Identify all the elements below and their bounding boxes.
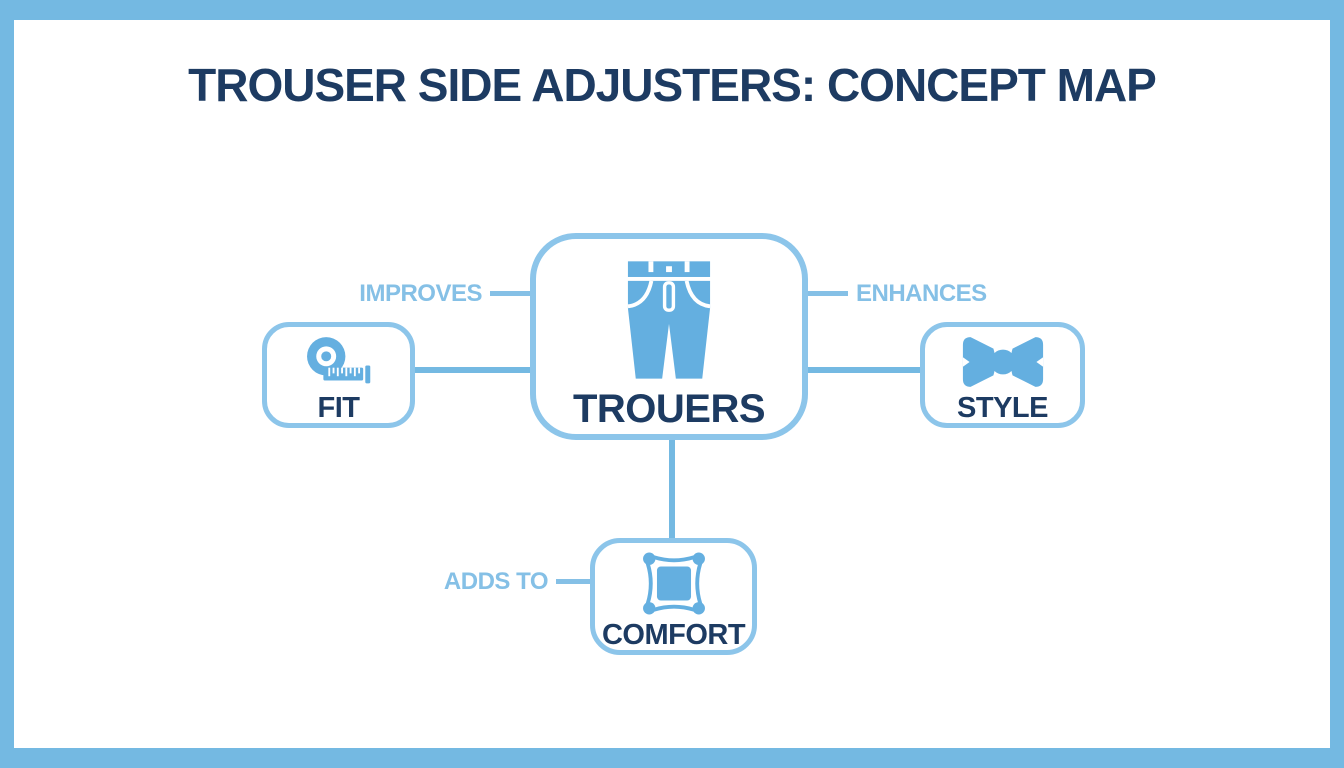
connector-trousers-style bbox=[808, 367, 920, 373]
trousers-icon bbox=[627, 261, 711, 379]
node-comfort: COMFORT bbox=[590, 538, 757, 655]
node-trousers-label: TROUERS bbox=[572, 387, 766, 431]
connector-trousers-comfort bbox=[669, 440, 675, 538]
node-trousers: TROUERS bbox=[530, 233, 808, 440]
improves-label-dash bbox=[490, 291, 530, 296]
measuring-tape-icon bbox=[306, 337, 370, 384]
node-comfort-label: COMFORT bbox=[601, 619, 746, 651]
adds-to-label-dash bbox=[556, 579, 590, 584]
node-fit-label: FIT bbox=[317, 392, 361, 424]
node-fit: FIT bbox=[262, 322, 415, 428]
node-style: STYLE bbox=[920, 322, 1085, 428]
node-style-label: STYLE bbox=[957, 392, 1048, 424]
pillow-icon bbox=[642, 552, 705, 615]
edge-label-enhances: ENHANCES bbox=[856, 280, 987, 307]
connector-trousers-fit bbox=[415, 367, 530, 373]
bow-tie-icon bbox=[962, 337, 1043, 387]
enhances-label-dash bbox=[808, 291, 848, 296]
page-title: TROUSER SIDE ADJUSTERS: CONCEPT MAP bbox=[188, 59, 1157, 111]
edge-label-adds-to: ADDS TO bbox=[443, 568, 549, 595]
edge-label-improves: IMPROVES bbox=[359, 280, 482, 307]
